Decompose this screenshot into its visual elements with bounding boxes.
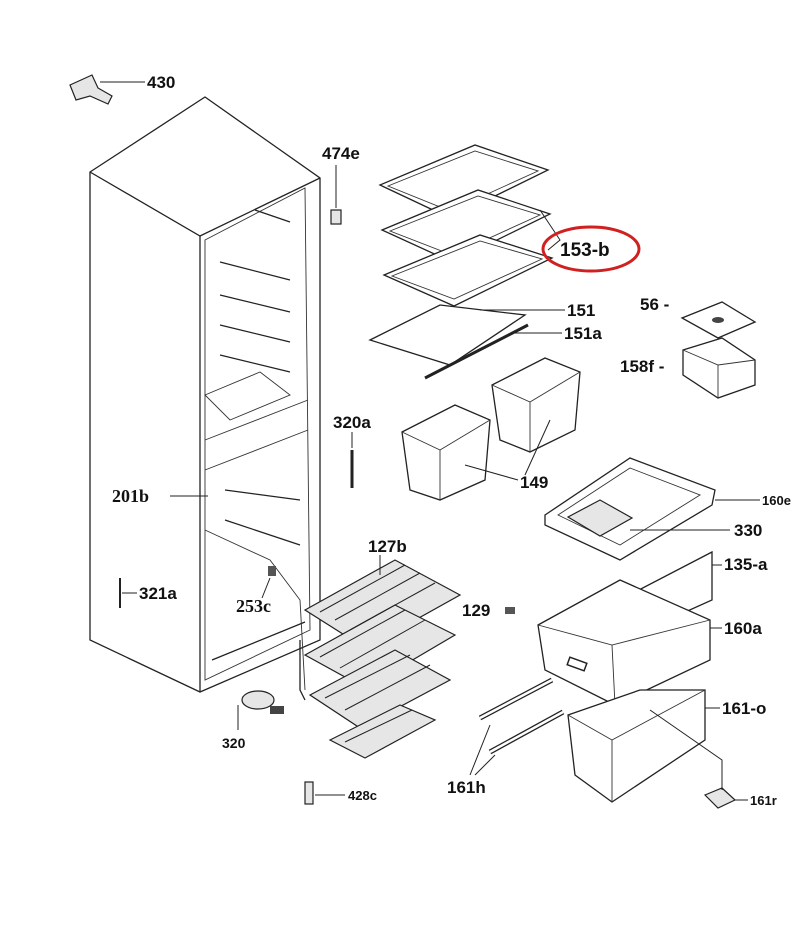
label-127b: 127b [368, 537, 407, 556]
part-160e-tray[interactable] [544, 457, 760, 561]
part-151-glass-plate[interactable] [368, 304, 565, 366]
label-430: 430 [147, 73, 175, 92]
part-161o-drawer[interactable] [567, 689, 720, 803]
label-153b: 153-b [560, 240, 610, 261]
label-158f: 158f - [620, 357, 664, 376]
part-127b-evaporator-racks[interactable] [299, 555, 462, 759]
label-151: 151 [567, 301, 595, 320]
label-321a: 321a [139, 584, 177, 603]
label-161h: 161h [447, 778, 486, 797]
label-161o: 161-o [722, 699, 766, 718]
part-151a-trim[interactable] [424, 323, 562, 380]
part-430-ice-scraper[interactable] [69, 74, 145, 105]
label-474e: 474e [322, 144, 360, 163]
part-cabinet [89, 96, 321, 693]
part-158f-box[interactable] [682, 337, 756, 399]
part-428c-pin[interactable] [304, 781, 345, 805]
label-160a: 160a [724, 619, 762, 638]
label-428c: 428c [348, 788, 377, 803]
part-161r-clip[interactable] [649, 709, 748, 809]
part-153b-glass-shelves[interactable] [378, 144, 561, 307]
part-129-screw[interactable] [505, 607, 515, 614]
label-129: 129 [462, 601, 490, 620]
label-253c: 253c [236, 596, 271, 616]
part-149-bins[interactable] [401, 357, 581, 501]
part-253c-tube[interactable] [261, 566, 276, 599]
part-474e-clip[interactable] [330, 165, 342, 225]
label-160e: 160e [762, 493, 791, 508]
part-56-lid[interactable] [680, 301, 757, 339]
highlight-circle-153b [541, 225, 641, 273]
label-330: 330 [734, 521, 762, 540]
part-321a-strip[interactable] [119, 578, 137, 608]
label-135a: 135-a [724, 555, 768, 574]
label-149: 149 [520, 473, 548, 492]
part-161h-rails[interactable] [469, 677, 565, 776]
label-320a: 320a [333, 413, 371, 432]
label-151a: 151a [564, 324, 602, 343]
label-161r: 161r [750, 793, 777, 808]
label-201b: 201b [112, 486, 149, 506]
label-56: 56 - [640, 295, 669, 314]
label-320: 320 [222, 735, 246, 751]
part-320-light-unit[interactable] [237, 690, 284, 730]
cabinet-shelf-rails [211, 209, 306, 661]
part-160a-drawer[interactable] [537, 579, 722, 706]
part-330-egg-tray[interactable] [566, 499, 730, 537]
